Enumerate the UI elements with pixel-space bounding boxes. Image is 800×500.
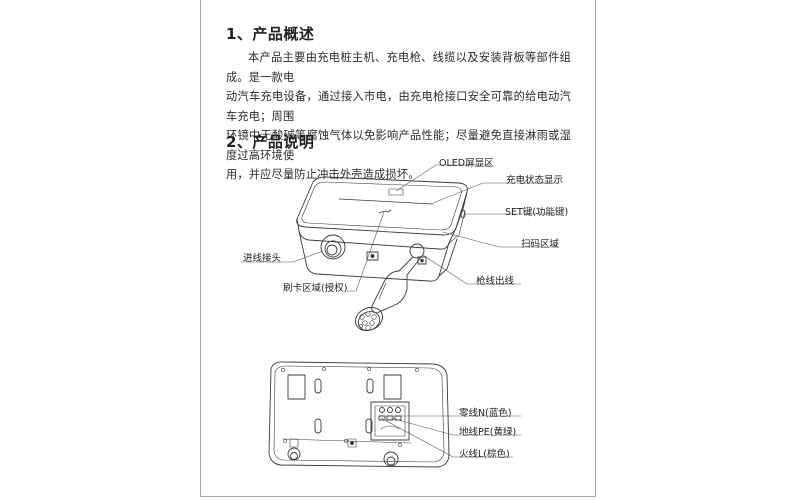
paragraph-line: 动汽车充电设备，通过接入市电，由充电枪接口安全可靠的给电动汽车充电；周围 [226,90,571,123]
paragraph-line: 用，并应尽量防止冲击外壳造成损坏。 [226,168,420,181]
paragraph-line: 本产品主要由充电桩主机、充电枪、线缆以及安装背板等部件组成。是一款电 [226,51,571,84]
product-overview-paragraph: 本产品主要由充电桩主机、充电枪、线缆以及安装背板等部件组成。是一款电 动汽车充电… [226,48,571,185]
label-card-area: 刷卡区域(授权) [283,283,348,294]
document-page: 1、产品概述 本产品主要由充电桩主机、充电枪、线缆以及安装背板等部件组成。是一款… [200,0,596,497]
paragraph-line: 环镜中无酸碱等腐蚀气体以免影响产品性能；尽量避免直接淋雨或湿度过高环境使 [226,129,571,162]
label-scan-area: 扫码区域 [521,239,560,250]
label-oled-display: OLED屏显区 [439,158,494,169]
label-charging-status: 充电状态显示 [506,175,564,186]
label-live-wire: 火线L(棕色) [459,449,510,460]
label-neutral-wire: 零线N(蓝色) [459,408,512,419]
label-inlet-connector: 进线接头 [243,253,282,264]
charger-diagram [241,164,557,468]
label-set-key: SET键(功能键) [505,207,569,218]
label-gun-cable-outlet: 枪线出线 [476,276,515,287]
section-2-heading: 2、产品说明 [226,133,315,151]
section-1-heading: 1、产品概述 [226,25,315,43]
label-earth-wire: 地线PE(黄绿) [459,427,517,438]
